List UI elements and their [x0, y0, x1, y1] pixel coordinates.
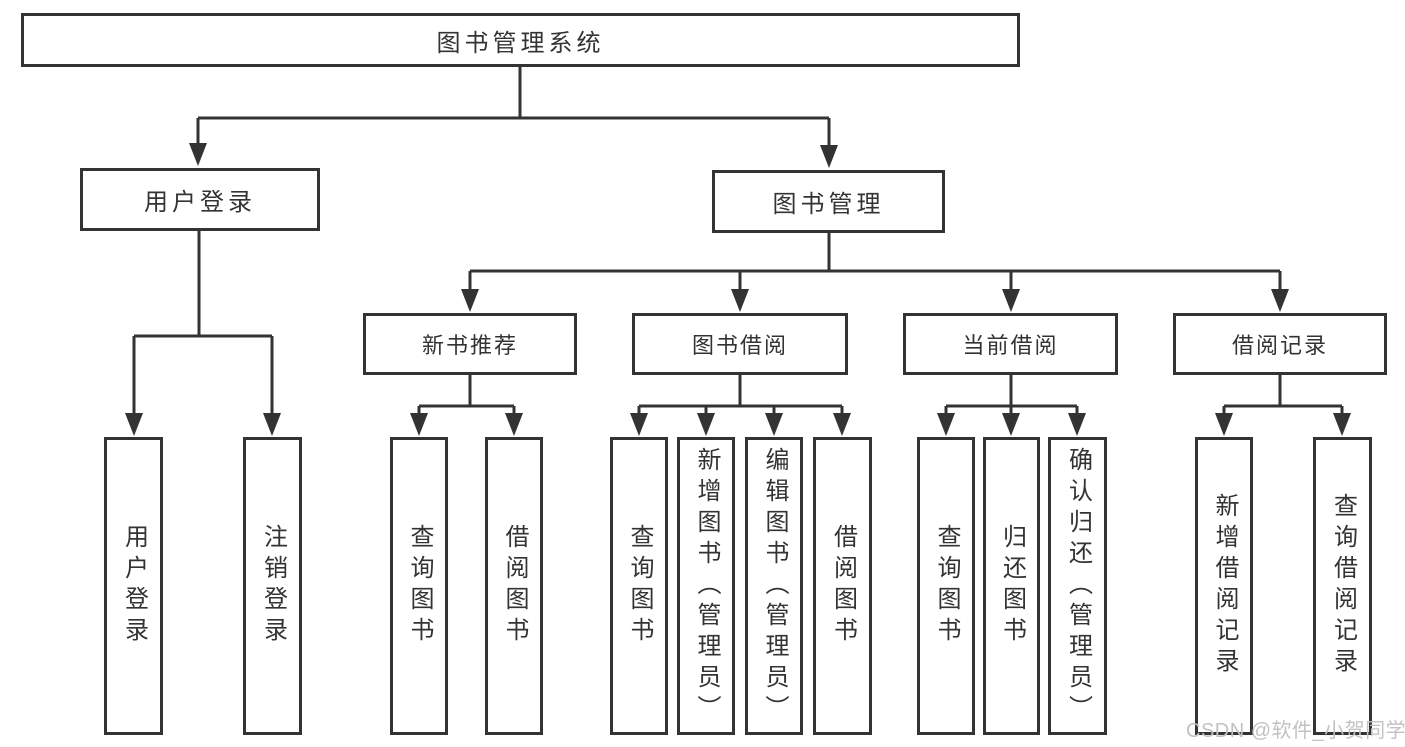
arrow-down-icon — [1271, 289, 1289, 312]
arrow-down-icon — [410, 413, 428, 436]
leaf-recommend-query-books: 查询图书 — [390, 437, 448, 735]
connector-user-login-children — [125, 228, 281, 436]
node-book-management: 图书管理 — [712, 170, 945, 233]
leaf-logout: 注销登录 — [243, 437, 302, 735]
leaf-user-login: 用户登录 — [104, 437, 163, 735]
arrow-down-icon — [263, 413, 281, 436]
arrow-down-icon — [765, 413, 783, 436]
node-book-borrowing: 图书借阅 — [632, 313, 848, 375]
arrow-down-icon — [125, 413, 143, 436]
node-new-book-recommend: 新书推荐 — [363, 313, 577, 375]
node-system-root: 图书管理系统 — [21, 13, 1020, 67]
csdn-watermark: CSDN @软件_小贺同学 — [1186, 720, 1405, 742]
arrow-down-icon — [1002, 413, 1020, 436]
arrow-down-icon — [731, 289, 749, 312]
leaf-borrowing-add-books: 新增图书（管理员） — [677, 437, 735, 735]
leaf-current-confirm-return: 确认归还（管理员） — [1048, 437, 1107, 735]
connector-book-borrowing-children — [630, 372, 851, 436]
arrow-down-icon — [1215, 413, 1233, 436]
arrow-down-icon — [1068, 413, 1086, 436]
arrow-down-icon — [833, 413, 851, 436]
connector-book-management-children — [461, 230, 1289, 312]
leaf-borrowing-borrow-books: 借阅图书 — [813, 437, 872, 735]
node-user-login: 用户登录 — [80, 168, 320, 231]
node-current-borrowing: 当前借阅 — [903, 313, 1118, 375]
connector-borrowing-records-children — [1215, 372, 1351, 436]
connector-current-borrowing-children — [937, 372, 1086, 436]
leaf-records-query-record: 查询借阅记录 — [1313, 437, 1372, 735]
leaf-recommend-borrow-books: 借阅图书 — [485, 437, 543, 735]
arrow-down-icon — [937, 413, 955, 436]
arrow-down-icon — [461, 289, 479, 312]
arrow-down-icon — [697, 413, 715, 436]
arrow-down-icon — [630, 413, 648, 436]
arrow-down-icon — [189, 143, 207, 166]
arrow-down-icon — [505, 413, 523, 436]
leaf-borrowing-edit-books: 编辑图书（管理员） — [745, 437, 803, 735]
leaf-current-return-books: 归还图书 — [983, 437, 1040, 735]
connector-root-children — [189, 64, 838, 168]
arrow-down-icon — [820, 145, 838, 168]
leaf-records-add-record: 新增借阅记录 — [1195, 437, 1253, 735]
arrow-down-icon — [1002, 289, 1020, 312]
arrow-down-icon — [1333, 413, 1351, 436]
leaf-current-query-books: 查询图书 — [917, 437, 975, 735]
leaf-borrowing-query-books: 查询图书 — [610, 437, 668, 735]
connector-new-book-children — [410, 372, 523, 436]
node-borrowing-records: 借阅记录 — [1173, 313, 1387, 375]
